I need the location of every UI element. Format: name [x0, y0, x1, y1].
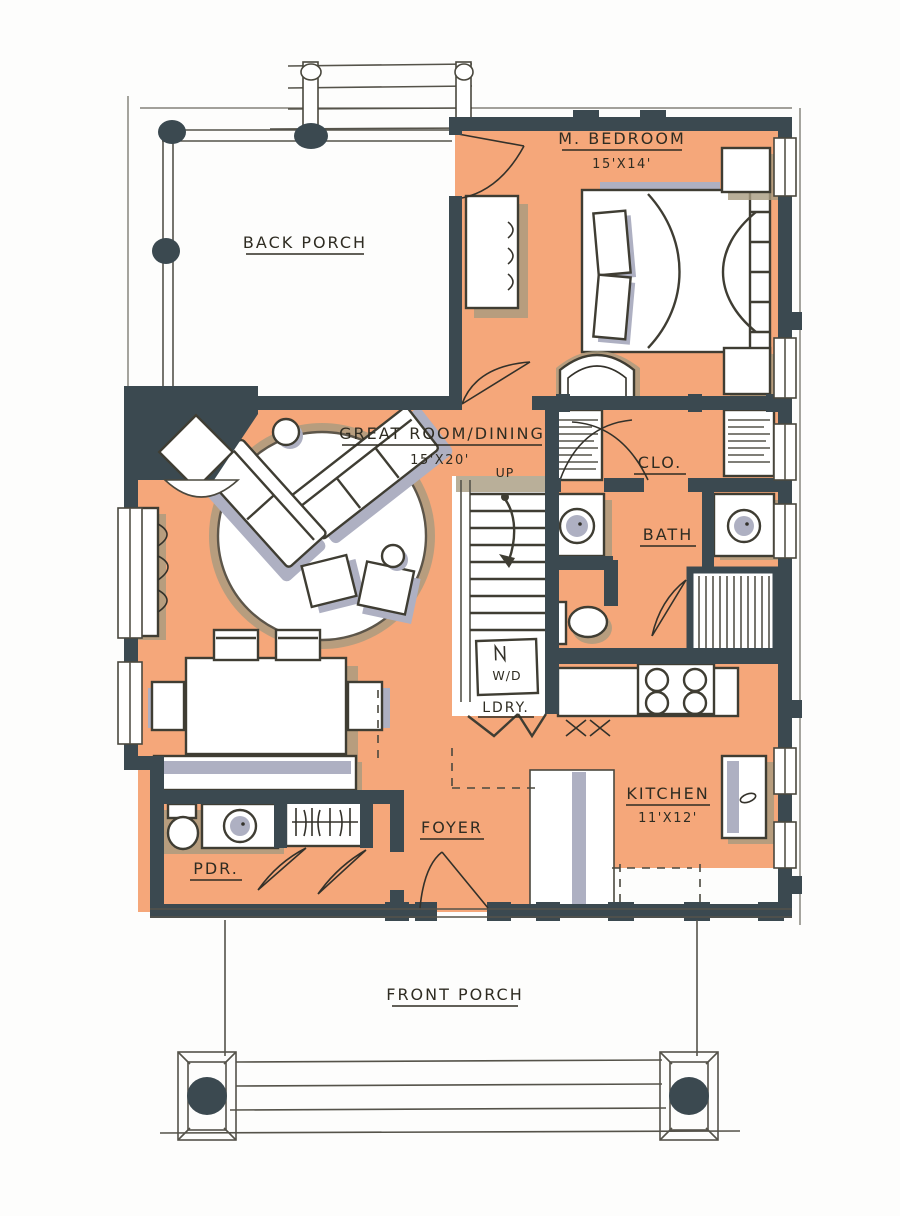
kitchen-label: KITCHEN [626, 784, 709, 803]
refrigerator [720, 754, 774, 844]
bedroom-door [461, 361, 531, 405]
bath-vanity [712, 492, 780, 560]
powder-room [164, 802, 307, 891]
bifold-doors [467, 713, 548, 739]
foyer-label: FOYER [421, 818, 483, 837]
round-rug [209, 423, 435, 649]
hangers [295, 808, 351, 837]
porch-steps [159, 1059, 741, 1134]
hearth [162, 479, 241, 498]
nightstand [720, 146, 780, 404]
dining-table [184, 656, 348, 756]
bedroom-bench [556, 351, 640, 402]
great-room-label: GREAT ROOM/DINING [339, 424, 545, 443]
closet-label: CLO. [638, 453, 683, 472]
pdr-door [257, 847, 307, 891]
porch-post [294, 123, 328, 149]
washer-dryer-label: W/D [492, 668, 521, 683]
porch-door [457, 133, 525, 199]
blanket-fold [721, 211, 757, 333]
shower-door [651, 579, 687, 637]
porch-post [158, 120, 186, 144]
back-porch-steps [269, 61, 481, 130]
window [117, 137, 797, 869]
stove [636, 662, 716, 716]
closet-doors [559, 419, 649, 481]
blanket-fold [647, 193, 681, 349]
stair-treads [470, 492, 547, 632]
pillow [592, 273, 636, 345]
dishwasher-mark [565, 719, 611, 737]
porch-post [152, 238, 180, 264]
master-bedroom [457, 133, 780, 405]
bath-label: BATH [643, 525, 693, 544]
dining-area [148, 628, 390, 796]
room-labels: BACK PORCH M. BEDROOM 15'X14' GREAT ROOM… [190, 129, 710, 1007]
ottoman [356, 560, 421, 624]
headboard [748, 184, 772, 358]
laundry-label: LDRY. [482, 700, 530, 716]
back-porch [152, 61, 481, 398]
back-porch-label: BACK PORCH [243, 233, 367, 252]
powder-room-label: PDR. [193, 859, 239, 878]
vestibule [529, 769, 615, 913]
porch-column [659, 1051, 719, 1141]
up-arrow [504, 498, 516, 561]
windows [117, 137, 797, 869]
master-bedroom-label: M. BEDROOM [558, 129, 686, 148]
sofa [289, 406, 453, 544]
front-door [419, 851, 489, 909]
stairs [452, 476, 548, 739]
linen-closet [722, 408, 776, 478]
porch-column [177, 1051, 237, 1141]
stair-up-label: UP [496, 465, 515, 480]
kitchen [529, 662, 774, 913]
master-bedroom-dims: 15'X14' [592, 157, 652, 172]
closet-door [317, 849, 367, 895]
great-room-dims: 15'X20' [410, 453, 470, 468]
coat-closet [274, 794, 373, 895]
ottoman [300, 553, 367, 614]
pdr-toilet [166, 802, 200, 851]
dining-chair [148, 628, 390, 732]
front-porch-label: FRONT PORCH [386, 985, 524, 1004]
washer-dryer [474, 637, 540, 697]
bath [546, 408, 780, 664]
kitchen-dims: 11'X12' [638, 811, 698, 826]
dresser [464, 194, 528, 318]
pillow [592, 209, 637, 280]
front-porch [159, 920, 741, 1141]
overhead-dashed-lines [377, 690, 701, 904]
